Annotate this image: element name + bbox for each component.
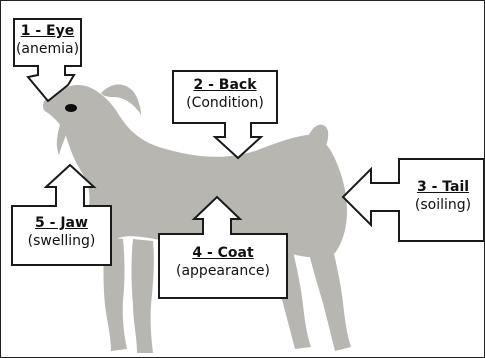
callout-tail-title: 3 - Tail	[417, 179, 469, 197]
callout-jaw-detail: (swelling)	[28, 233, 96, 251]
callout-jaw-title: 5 - Jaw	[35, 215, 88, 233]
callout-tail: 3 - Tail (soiling)	[405, 179, 481, 214]
goat-leg-front-right	[132, 239, 154, 353]
callout-tail-detail: (soiling)	[415, 197, 471, 215]
callout-eye-title: 1 - Eye	[21, 23, 74, 41]
callout-coat: 4 - Coat (appearance)	[159, 245, 287, 280]
callout-back-detail: (Condition)	[186, 95, 264, 113]
callout-jaw: 5 - Jaw (swelling)	[12, 215, 111, 250]
goat-eye-dot	[65, 104, 77, 112]
callout-back: 2 - Back (Condition)	[173, 77, 277, 112]
callout-coat-detail: (appearance)	[176, 263, 270, 281]
callout-coat-title: 4 - Coat	[192, 245, 253, 263]
callout-back-title: 2 - Back	[193, 77, 256, 95]
callout-eye-detail: (anemia)	[16, 41, 79, 59]
goat-leg-hind-right	[307, 245, 351, 351]
callout-eye: 1 - Eye (anemia)	[14, 23, 81, 58]
